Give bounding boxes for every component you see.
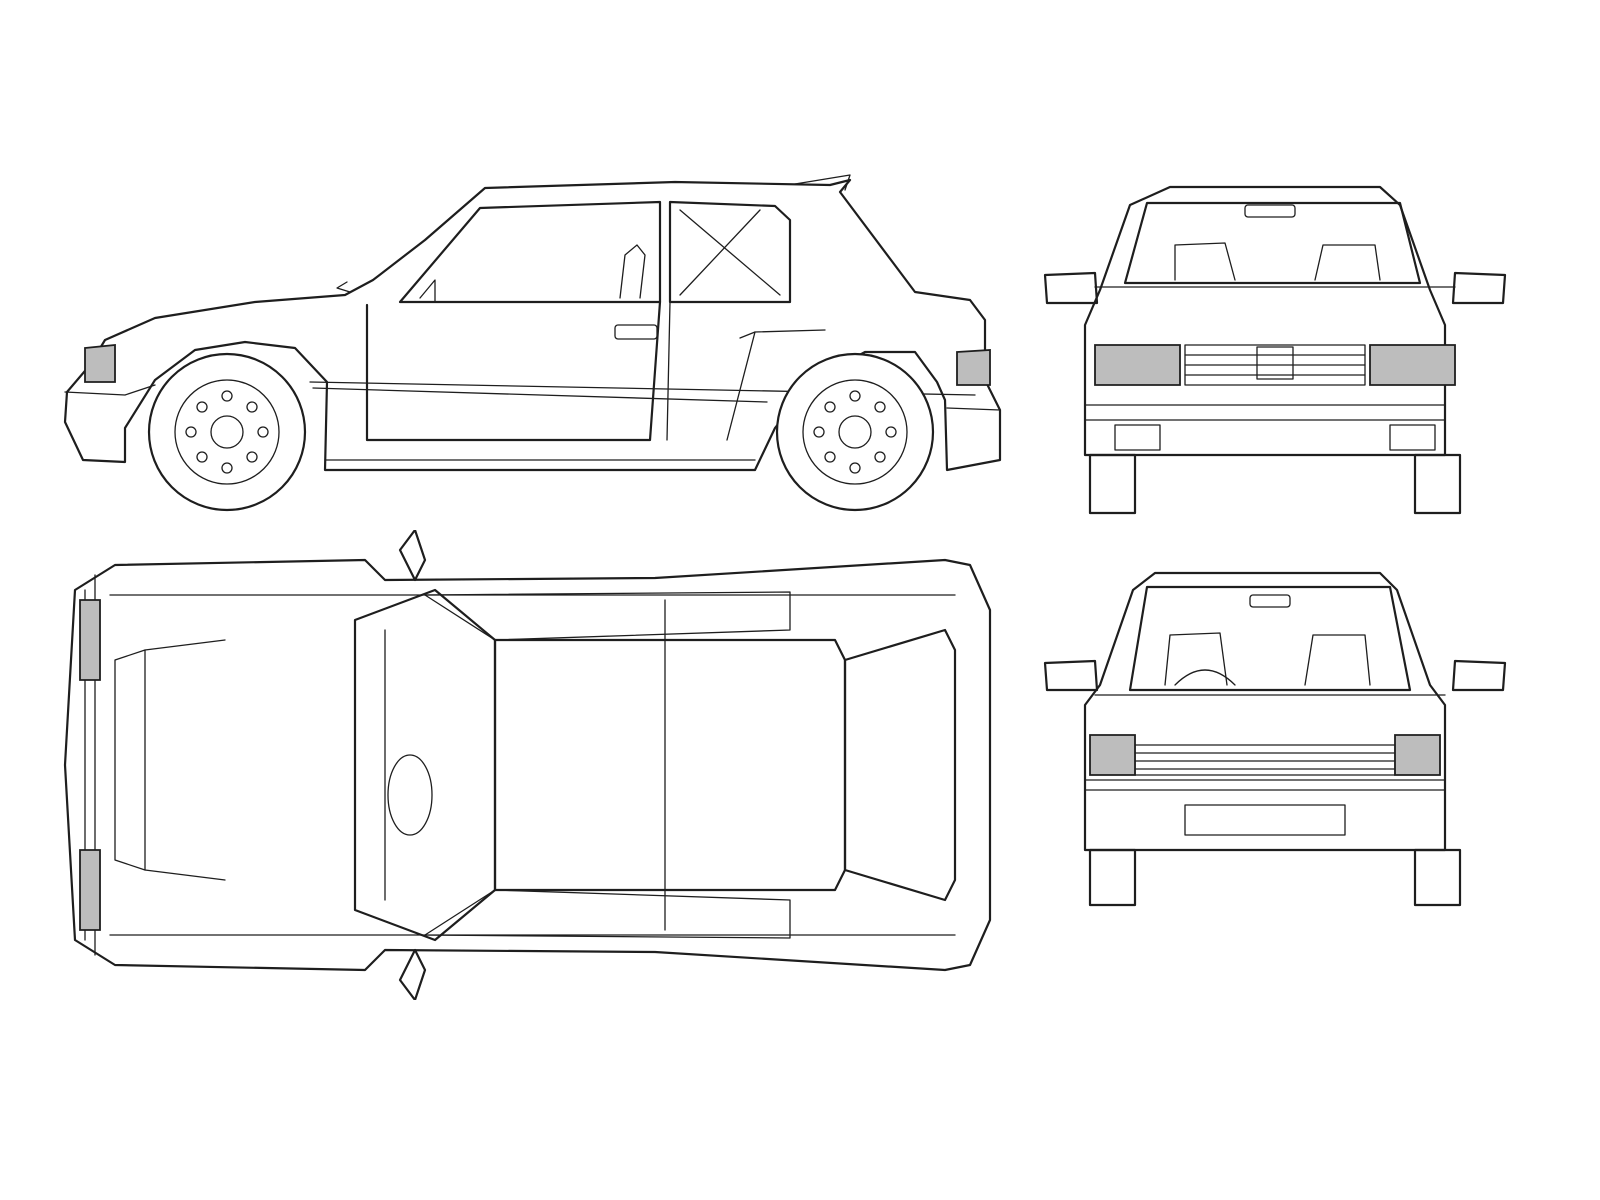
front-view bbox=[1035, 175, 1515, 525]
top-rear-window bbox=[843, 628, 957, 902]
rear-view bbox=[1035, 565, 1515, 915]
front-grille bbox=[1184, 344, 1366, 386]
front-wheel-holes bbox=[185, 390, 269, 474]
front-seats bbox=[1174, 204, 1381, 281]
rear-mirrors bbox=[1043, 659, 1507, 692]
top-hood bbox=[114, 639, 226, 881]
front-foglights bbox=[1114, 424, 1436, 451]
side-spoiler bbox=[794, 174, 851, 191]
top-mirrors bbox=[398, 530, 427, 1000]
top-side-glass bbox=[424, 591, 791, 939]
rear-tires bbox=[1088, 848, 1462, 907]
top-windshield bbox=[353, 588, 497, 942]
side-view bbox=[55, 170, 1015, 530]
top-view bbox=[55, 530, 1015, 1000]
rear-wheel-holes bbox=[813, 390, 897, 474]
side-rear-wheel bbox=[775, 352, 935, 512]
rear-body bbox=[1083, 571, 1447, 852]
side-lights bbox=[84, 281, 991, 386]
side-front-wheel bbox=[147, 352, 307, 512]
top-body bbox=[63, 558, 992, 972]
front-body bbox=[1083, 185, 1456, 457]
side-windows bbox=[398, 200, 792, 304]
rear-taillights bbox=[1089, 734, 1441, 776]
front-tires bbox=[1088, 453, 1462, 515]
top-roof bbox=[493, 599, 847, 931]
front-headlights bbox=[1094, 344, 1456, 386]
side-door bbox=[365, 300, 826, 442]
top-lights bbox=[79, 599, 101, 931]
front-mirrors bbox=[1043, 271, 1507, 305]
rear-seats bbox=[1164, 594, 1371, 686]
side-body bbox=[63, 178, 1002, 472]
